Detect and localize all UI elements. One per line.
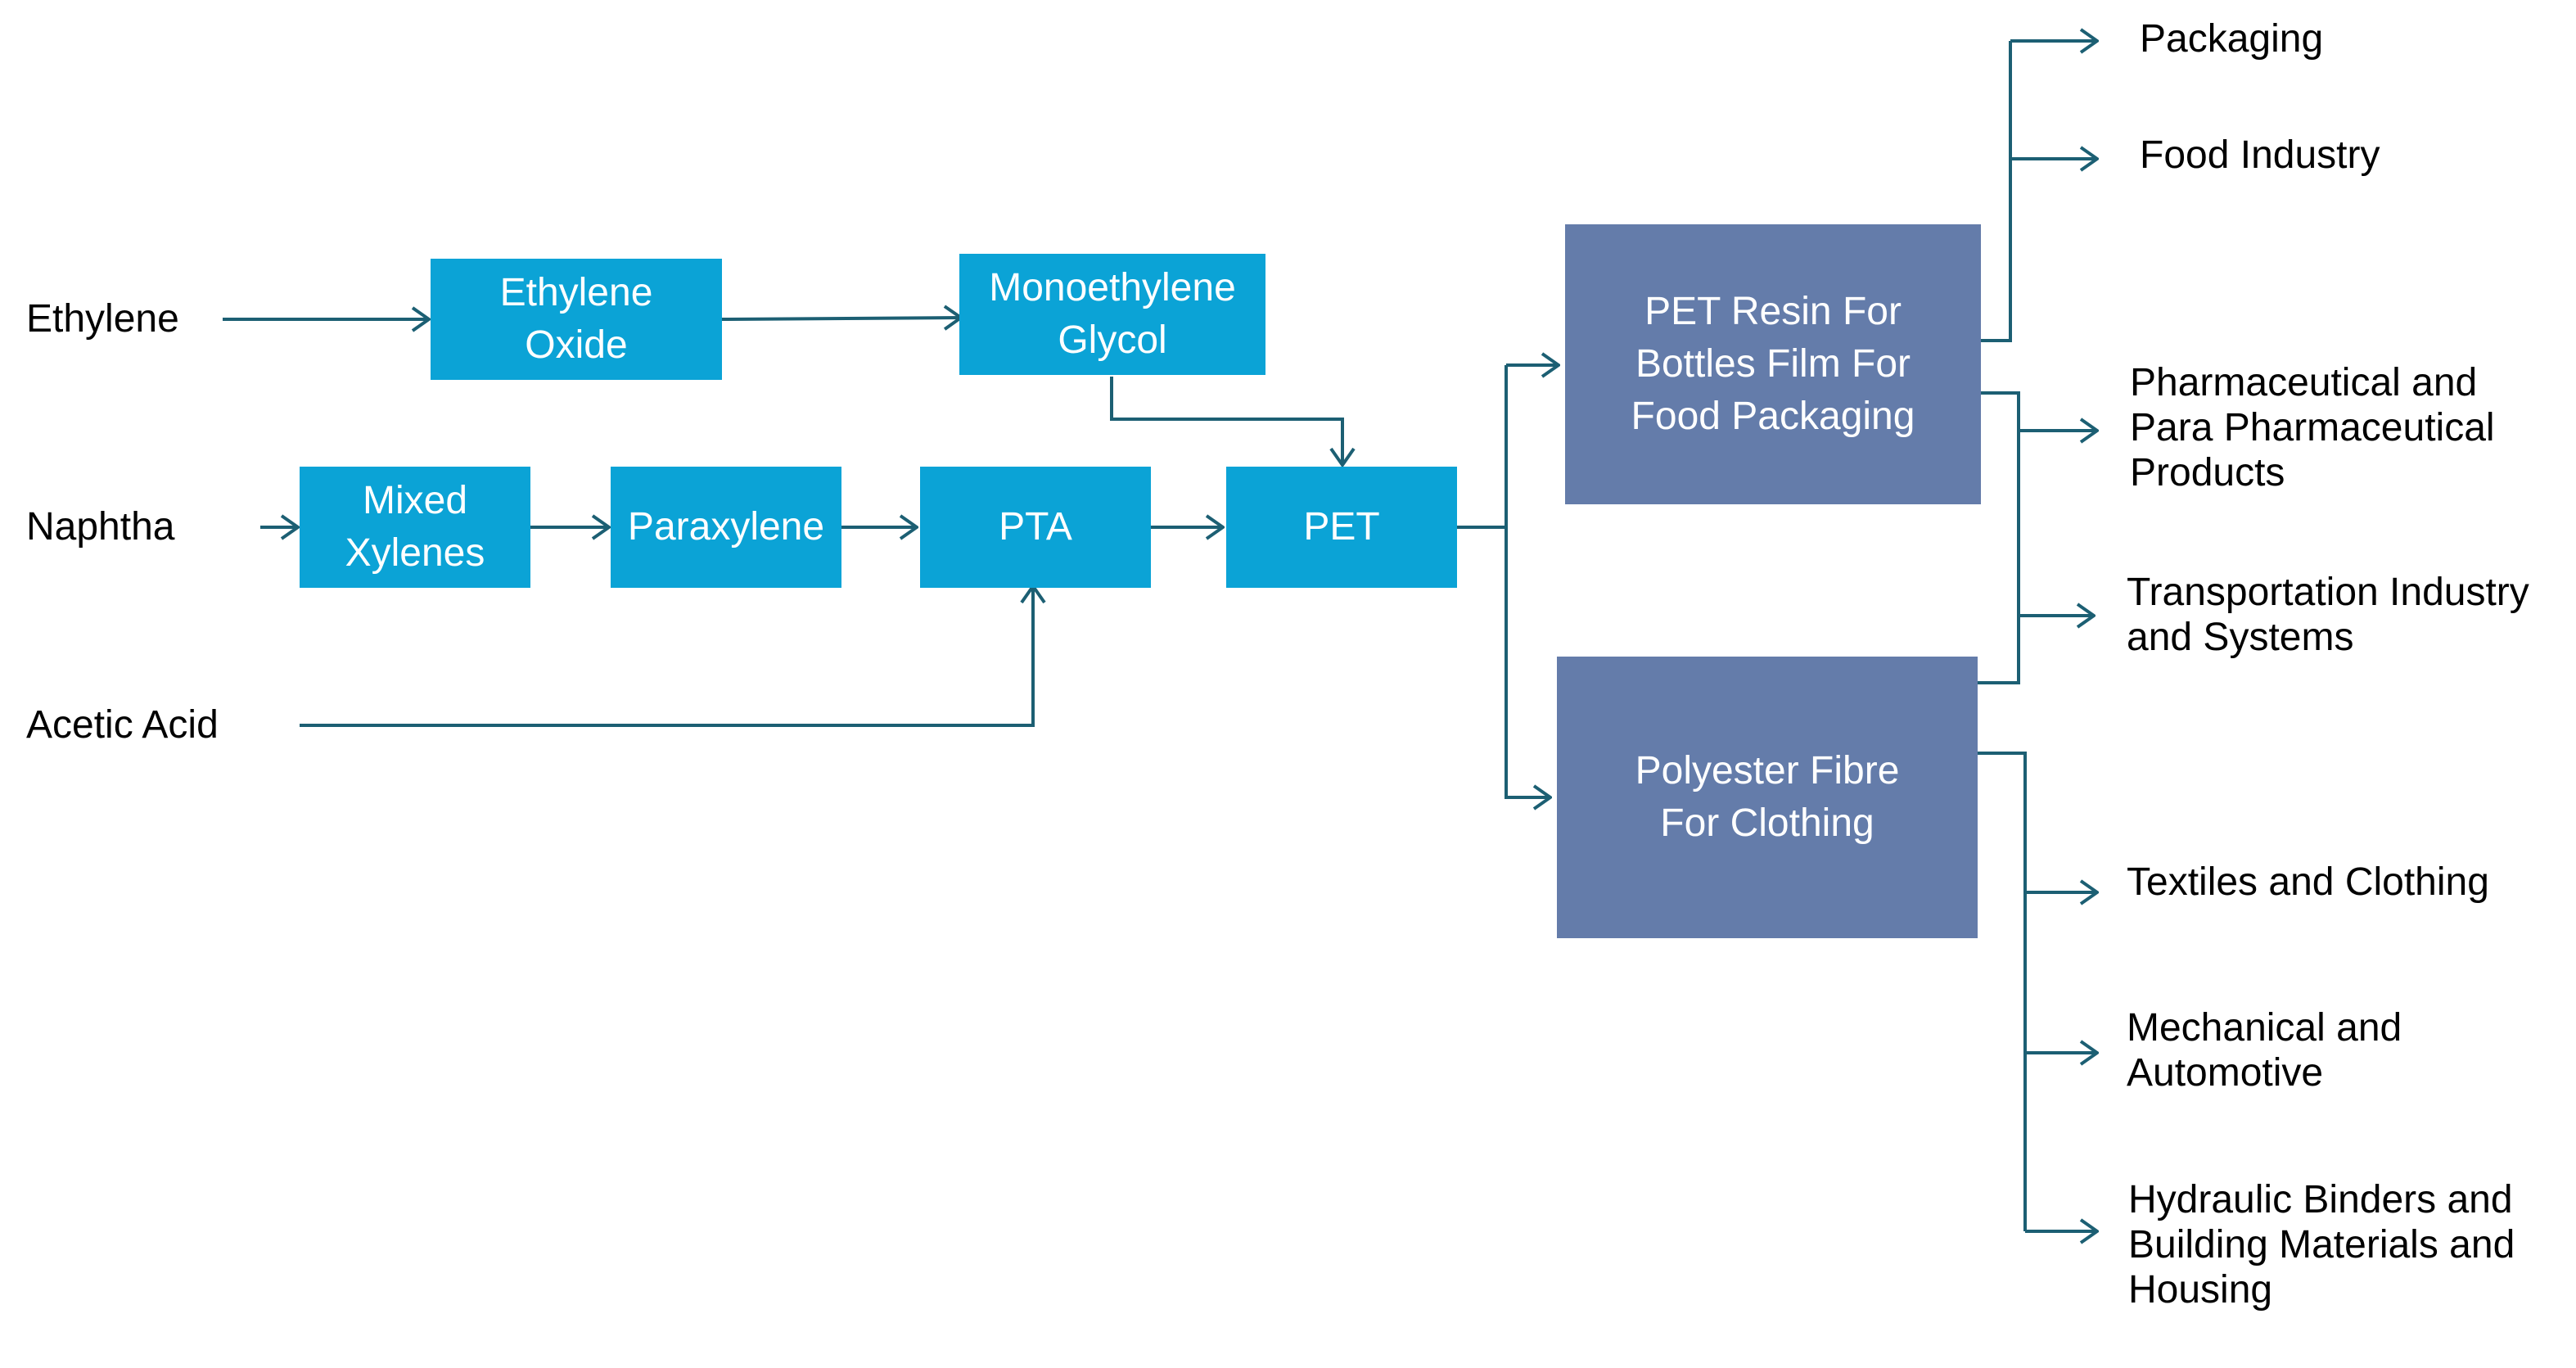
box-pta: PTA — [920, 467, 1151, 588]
app-transportation: Transportation Industry and Systems — [2127, 571, 2529, 659]
app-food-industry: Food Industry — [2140, 133, 2380, 177]
connector-resin-upper-trunk — [1974, 41, 2012, 342]
input-naphtha: Naphtha — [26, 505, 175, 549]
box-monoethylene-glycol: Monoethylene Glycol — [959, 254, 1265, 375]
arrow-meg-to-pet — [1110, 377, 1342, 465]
arrow-ethylene-oxide-to-meg — [721, 318, 961, 319]
box-polyester-fibre: Polyester Fibre For Clothing — [1557, 657, 1978, 938]
connector-resin-lower-trunk — [1971, 391, 2020, 684]
app-pharmaceutical: Pharmaceutical and Para Pharmaceutical P… — [2130, 361, 2495, 494]
arrow-pet-to-fibre — [1505, 527, 1550, 797]
input-acetic-acid: Acetic Acid — [26, 703, 219, 747]
app-textiles: Textiles and Clothing — [2127, 860, 2489, 904]
connector-fibre-trunk — [1971, 752, 2027, 1231]
app-hydraulic: Hydraulic Binders and Building Materials… — [2128, 1178, 2515, 1312]
app-packaging: Packaging — [2140, 17, 2324, 61]
input-ethylene: Ethylene — [26, 297, 179, 341]
box-paraxylene: Paraxylene — [611, 467, 841, 588]
connector-pet-trunk — [1454, 365, 1508, 529]
box-ethylene-oxide: Ethylene Oxide — [431, 259, 722, 380]
box-pet: PET — [1226, 467, 1457, 588]
box-mixed-xylenes: Mixed Xylenes — [300, 467, 530, 588]
arrow-acetic-acid-to-pta — [300, 586, 1033, 727]
app-mechanical: Mechanical and Automotive — [2127, 1006, 2402, 1095]
box-pet-resin: PET Resin For Bottles Film For Food Pack… — [1565, 224, 1981, 504]
